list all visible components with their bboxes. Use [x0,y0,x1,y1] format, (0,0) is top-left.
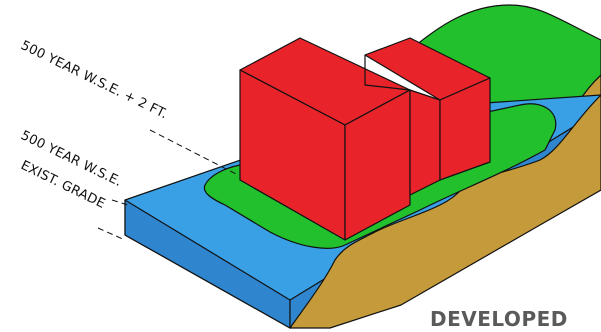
back-building-left-face [409,89,441,196]
wse-plus-2-leader [149,129,239,176]
diagram-title: DEVELOPED [430,307,568,331]
back-building-front-edge [364,55,411,91]
grade-leader [97,227,126,241]
back-building-right-face [439,77,491,181]
soil-profile [289,94,601,329]
label-wse-plus-2: 500 YEAR W.S.E. + 2 FT. [18,38,170,122]
rear-grass-hill [409,4,601,121]
front-building-right-face [344,89,411,241]
wse-leader [111,199,129,206]
